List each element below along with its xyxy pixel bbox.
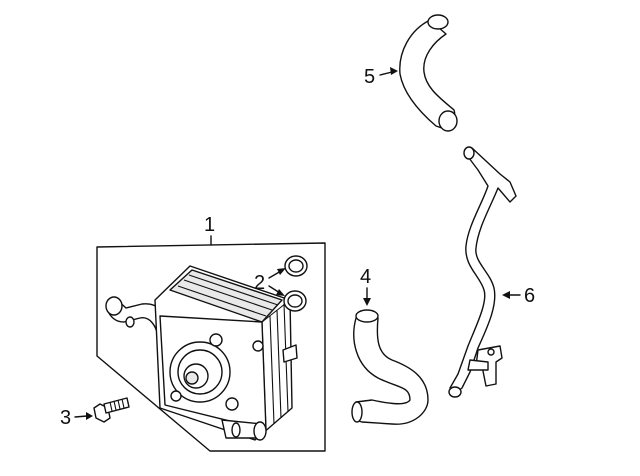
callout-1-label: 1 (204, 214, 215, 236)
callout-2-label: 2 (254, 272, 265, 294)
callout-6-label: 6 (524, 285, 535, 307)
o-ring-lower[interactable] (283, 290, 307, 312)
callout-3[interactable]: 3 (60, 407, 93, 429)
callout-5-label: 5 (364, 66, 375, 88)
callout-1[interactable]: 1 (204, 214, 215, 246)
callout-4[interactable]: 4 (360, 266, 371, 306)
callout-5[interactable]: 5 (364, 66, 398, 88)
callout-6[interactable]: 6 (502, 285, 535, 307)
lower-hose[interactable] (351, 309, 429, 425)
oil-cooler[interactable] (105, 265, 298, 441)
callout-4-label: 4 (360, 266, 371, 288)
coolant-tube[interactable] (448, 146, 517, 398)
bolt[interactable] (93, 397, 130, 423)
callout-2[interactable]: 2 (254, 268, 286, 296)
upper-hose[interactable] (399, 14, 458, 132)
o-ring-upper[interactable] (284, 255, 308, 277)
oil-cooler-assembly-frame (96, 242, 326, 452)
callout-3-label: 3 (60, 407, 71, 429)
